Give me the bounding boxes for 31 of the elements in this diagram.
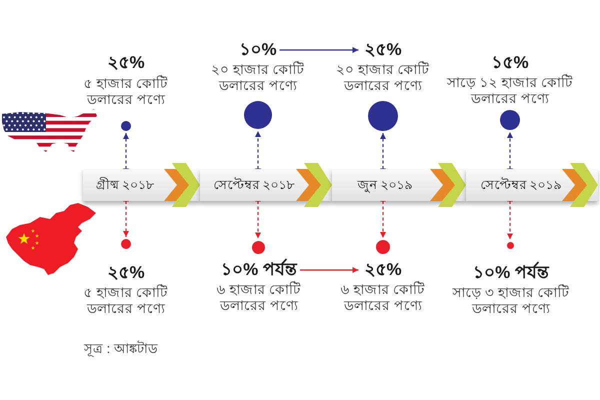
dashed-arrow (255, 200, 261, 238)
percent-label: ১০% পর্যন্ত (221, 260, 297, 280)
amount-text: ৬ হাজার কোটি ডলারের পণ্যে (216, 282, 302, 314)
percent-label: ১৫% (491, 53, 529, 73)
dashed-arrow (507, 200, 513, 240)
arrow (280, 47, 358, 53)
arrow (300, 267, 358, 273)
amount-text: ৫ হাজার কোটি ডলারের পণ্যে (82, 76, 170, 108)
date-label: জুন ২০১৯ (357, 177, 413, 193)
amount-text: ৬ হাজার কোটি ডলারের পণ্যে (340, 282, 426, 314)
percent-label: ২৫% (107, 263, 145, 283)
amount-text: সাড়ে ১২ হাজার কোটি ডলারের পণ্যে (446, 75, 574, 107)
percent-label: ১০% (239, 40, 277, 60)
dashed-arrow (380, 133, 386, 170)
amount-text: ৫ হাজার কোটি ডলারের পণ্যে (82, 285, 170, 317)
amount-text: ২০ হাজার কোটি ডলারের পণ্যে (210, 62, 306, 94)
percent-label: ১০% পর্যন্ত (473, 263, 549, 283)
percent-label: ২৫% (364, 40, 402, 60)
amount-text: ২০ হাজার কোটি ডলারের পণ্যে (335, 62, 431, 94)
percent-label: ২৫% (107, 53, 145, 73)
dashed-arrow (507, 132, 513, 170)
source-note: সূত্র : আঙ্কটাড (84, 340, 158, 358)
dashed-arrow (380, 200, 386, 238)
date-label: সেপ্টেম্বর ২০১৮ (213, 177, 295, 193)
dashed-arrow (255, 131, 261, 170)
date-label: সেপ্টেম্বর ২০১৯ (480, 177, 562, 193)
date-label: গ্রীষ্ম ২০১৮ (96, 177, 154, 193)
percent-label: ২৫% (364, 260, 402, 280)
amount-text: সাড়ে ৩ হাজার কোটি ডলারের পণ্যে (451, 285, 571, 317)
dashed-arrow (123, 200, 129, 237)
dashed-arrow (123, 133, 129, 170)
